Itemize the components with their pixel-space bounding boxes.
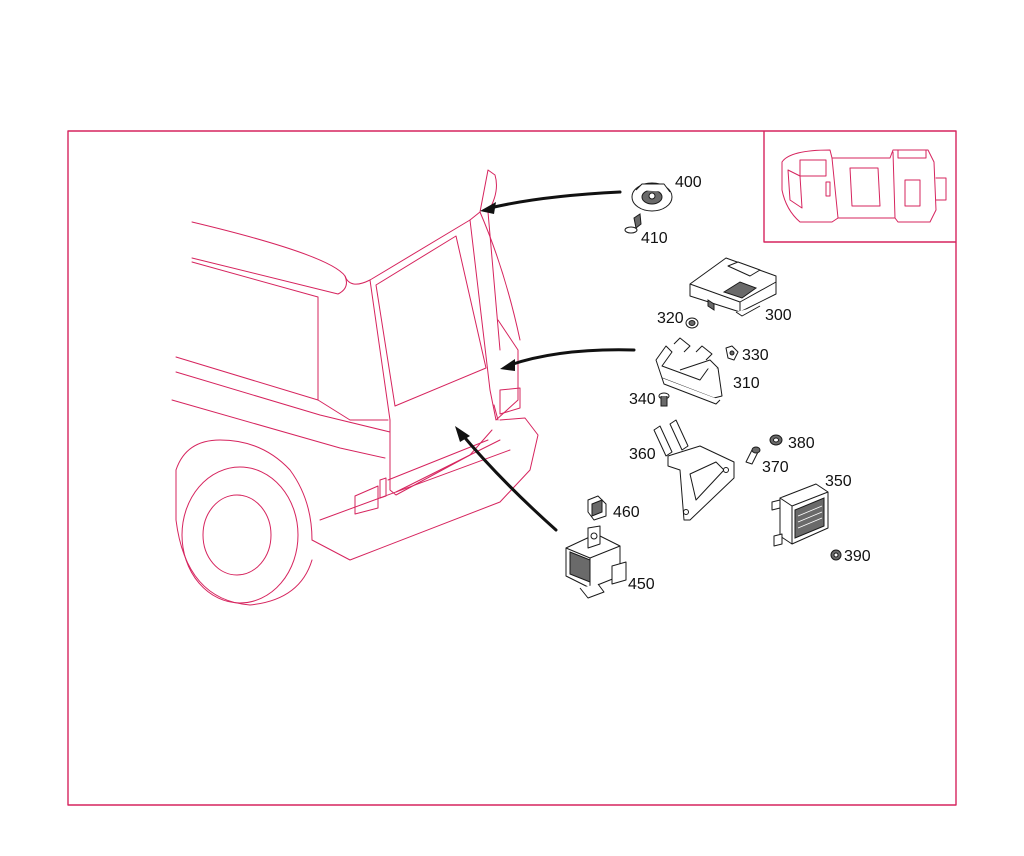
siren-part-400	[631, 182, 673, 212]
assembly-arrow-400	[480, 190, 622, 214]
mounting-plate-part-360	[653, 419, 735, 521]
part-label-370: 370	[762, 459, 789, 476]
bolt-part-340	[658, 392, 670, 407]
part-label-400: 400	[675, 174, 702, 191]
part-label-460: 460	[613, 504, 640, 521]
part-label-300: 300	[765, 307, 792, 324]
nut-part-320	[685, 317, 699, 329]
clip-part-460	[587, 495, 607, 521]
part-label-390: 390	[844, 548, 871, 565]
part-label-380: 380	[788, 435, 815, 452]
part-label-320: 320	[657, 310, 684, 327]
clip-part-330	[725, 345, 739, 361]
part-label-350: 350	[825, 473, 852, 490]
control-unit-part-300	[689, 257, 777, 317]
assembly-arrow-450	[455, 426, 558, 532]
part-label-450: 450	[628, 576, 655, 593]
screw-part-410	[624, 213, 642, 234]
diagram-frame	[67, 130, 957, 806]
vehicle-rear-outline	[171, 169, 539, 606]
nut-part-380	[769, 434, 783, 446]
sensor-unit-part-450	[565, 525, 627, 599]
module-part-350	[771, 483, 829, 547]
part-label-310: 310	[733, 375, 760, 392]
part-label-410: 410	[641, 230, 668, 247]
bracket-part-310	[655, 337, 723, 405]
part-label-360: 360	[629, 446, 656, 463]
part-label-330: 330	[742, 347, 769, 364]
nut-part-390	[830, 549, 842, 561]
part-labels: 400 410 300 320 330 310 340 380 360 370 …	[613, 174, 871, 593]
part-label-340: 340	[629, 391, 656, 408]
bolt-part-370	[745, 446, 761, 465]
assembly-arrow-310	[500, 348, 636, 371]
vehicle-overview-inset	[763, 131, 956, 243]
